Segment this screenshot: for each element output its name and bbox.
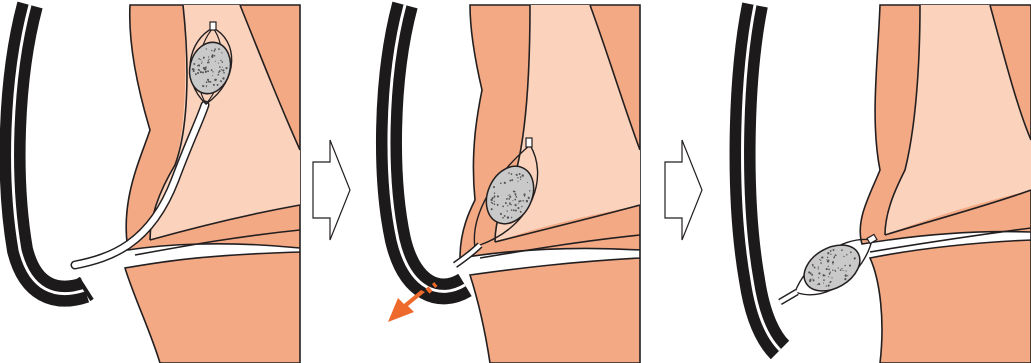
step-arrow-icon	[665, 140, 702, 240]
endoscope-icon	[743, 5, 780, 350]
panel-2	[388, 5, 640, 363]
step-arrow-icon	[313, 140, 350, 240]
tissue-region	[460, 5, 640, 363]
panel-3	[743, 5, 1031, 363]
panel-1	[13, 5, 300, 363]
endoscope-icon	[389, 5, 465, 291]
stone-icon	[796, 236, 868, 301]
tissue-region	[860, 5, 1031, 363]
endoscope-icon	[13, 5, 92, 300]
